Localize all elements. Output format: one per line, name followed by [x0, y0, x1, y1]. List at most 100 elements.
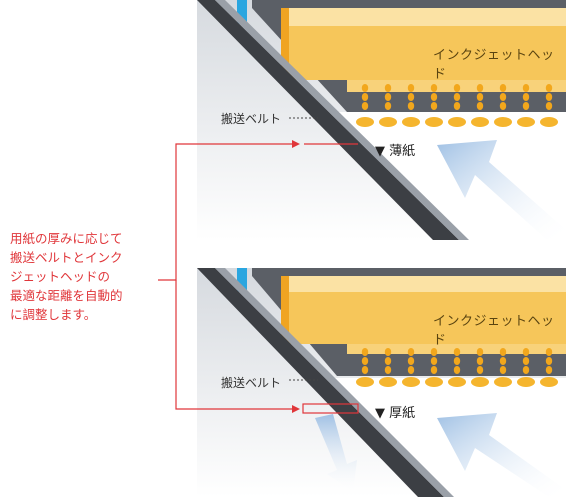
ink-splash	[494, 117, 512, 127]
ink-drop	[499, 357, 507, 365]
ink-splash	[425, 117, 443, 127]
ink-drop	[545, 102, 553, 110]
ink-drop	[522, 357, 530, 365]
ink-drop	[361, 366, 369, 374]
ink-splash	[540, 117, 558, 127]
ink-drop	[499, 366, 507, 374]
inkjet-head-edge	[281, 276, 289, 344]
ink-drop	[522, 84, 530, 92]
ink-drop	[384, 84, 392, 92]
inkjet-head-top	[285, 8, 566, 26]
ink-drop	[453, 93, 461, 101]
ink-splash	[356, 117, 374, 127]
ink-drop	[407, 93, 415, 101]
blue-strip	[237, 0, 247, 24]
ink-drop	[407, 357, 415, 365]
ink-splash	[448, 377, 466, 387]
belt-label: 搬送ベルト	[221, 112, 282, 126]
ink-drop	[476, 93, 484, 101]
ink-drop	[545, 93, 553, 101]
belt-move-arrow	[315, 414, 357, 492]
ink-drop	[499, 348, 507, 356]
ink-drop	[361, 102, 369, 110]
ink-drop	[430, 102, 438, 110]
ink-drop	[453, 84, 461, 92]
ink-drop	[407, 102, 415, 110]
inkjet-head-label: インクジェットヘッド	[433, 314, 555, 348]
ink-splash	[517, 377, 535, 387]
conveyor-belt	[197, 0, 459, 240]
ink-drop	[522, 348, 530, 356]
ink-splash	[540, 377, 558, 387]
ink-drop	[453, 357, 461, 365]
thick-paper-illustration	[197, 268, 566, 497]
ink-drop	[499, 84, 507, 92]
ink-splash	[379, 377, 397, 387]
feed-arrow	[437, 413, 566, 497]
ink-drop	[407, 366, 415, 374]
ink-drop	[476, 357, 484, 365]
bracket-top	[158, 143, 292, 281]
ink-splash	[356, 377, 374, 387]
gap-indicator-thick	[302, 403, 359, 414]
ink-drop	[522, 102, 530, 110]
ink-drop	[545, 357, 553, 365]
ink-splash	[402, 377, 420, 387]
arrow-head-top	[292, 140, 300, 148]
ink-drop	[384, 357, 392, 365]
ink-drop	[545, 348, 553, 356]
ink-drop	[545, 366, 553, 374]
ink-drop	[384, 348, 392, 356]
arrow-head-bottom	[292, 405, 300, 413]
ink-drops	[356, 348, 558, 387]
thick-paper-panel: インクジェットヘッド 搬送ベルト ▼ 厚紙	[197, 268, 566, 497]
paper-type-label: ▼ 厚紙	[375, 406, 416, 421]
ink-splash	[517, 117, 535, 127]
ink-drops	[356, 84, 558, 127]
blue-strip	[237, 268, 247, 292]
ink-splash	[448, 117, 466, 127]
ink-drop	[430, 84, 438, 92]
ink-drop	[361, 84, 369, 92]
ink-drop	[476, 366, 484, 374]
inkjet-head-label: インクジェットヘッド	[433, 48, 555, 82]
ink-drop	[499, 93, 507, 101]
inkjet-head-top	[285, 276, 566, 292]
bracket-bottom	[175, 280, 292, 410]
ink-drop	[407, 348, 415, 356]
ink-splash	[379, 117, 397, 127]
ink-splash	[425, 377, 443, 387]
ink-drop	[476, 102, 484, 110]
ink-drop	[545, 84, 553, 92]
ink-drop	[476, 84, 484, 92]
ink-drop	[453, 102, 461, 110]
ink-splash	[402, 117, 420, 127]
ink-splash	[471, 377, 489, 387]
ink-drop	[453, 348, 461, 356]
ink-splash	[471, 117, 489, 127]
conveyor-belt-edge	[215, 0, 469, 240]
ink-drop	[361, 357, 369, 365]
feed-arrow	[437, 140, 566, 240]
ink-drop	[522, 366, 530, 374]
ink-drop	[361, 93, 369, 101]
thin-paper-panel: インクジェットヘッド 搬送ベルト ▼ 薄紙	[197, 0, 566, 240]
ink-drop	[476, 348, 484, 356]
ink-drop	[361, 348, 369, 356]
ink-drop	[430, 348, 438, 356]
ink-drop	[384, 102, 392, 110]
ink-drop	[384, 366, 392, 374]
ink-drop	[384, 93, 392, 101]
ink-drop	[430, 357, 438, 365]
ink-drop	[430, 93, 438, 101]
ink-splash	[494, 377, 512, 387]
inkjet-head-edge	[281, 8, 289, 80]
belt-label: 搬送ベルト	[221, 376, 282, 390]
ink-drop	[430, 366, 438, 374]
paper-type-label: ▼ 薄紙	[375, 144, 416, 159]
conveyor-belt-edge	[215, 268, 454, 497]
adjustment-note: 用紙の厚みに応じて 搬送ベルトとインク ジェットヘッドの 最適な距離を自動的 に…	[10, 231, 123, 322]
ink-drop	[499, 102, 507, 110]
ink-drop	[453, 366, 461, 374]
